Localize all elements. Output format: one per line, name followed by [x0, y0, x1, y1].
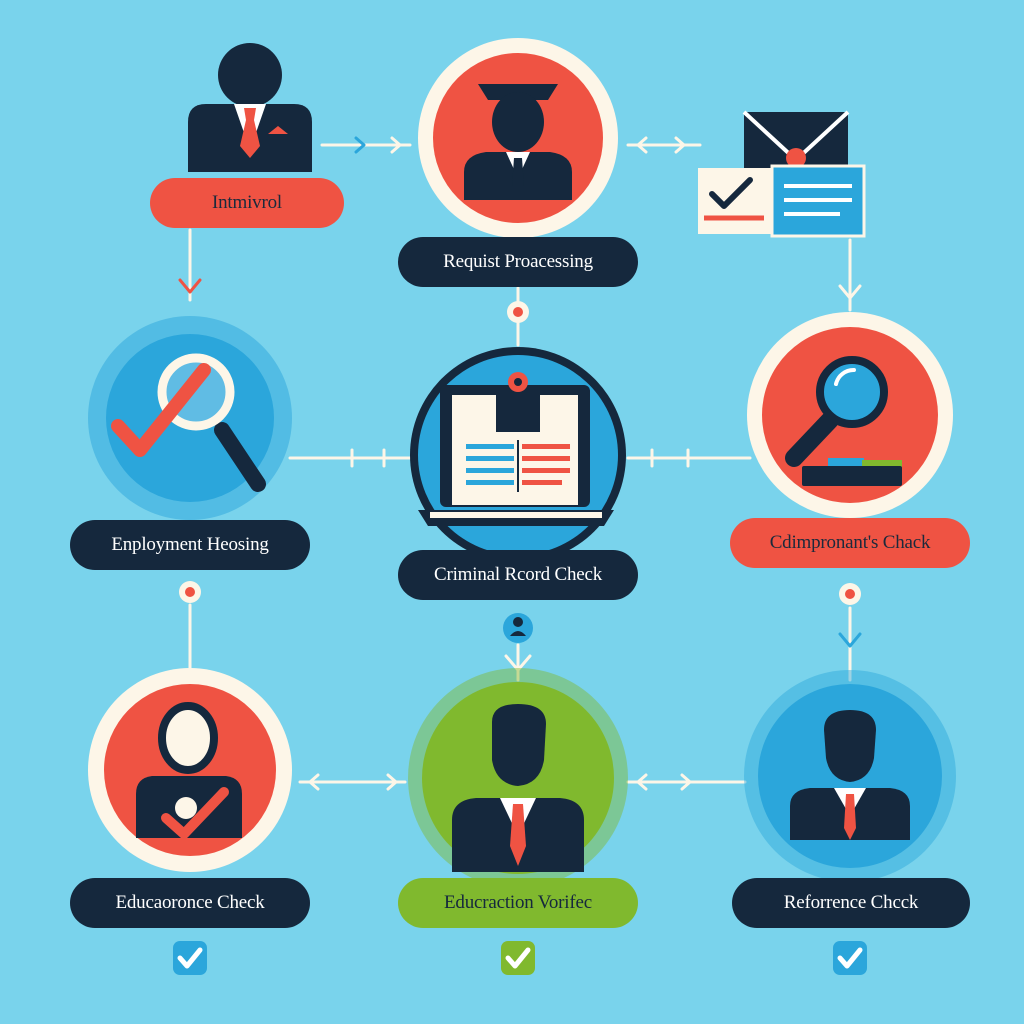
- arrow-head: [838, 632, 862, 648]
- person-icon: [452, 704, 584, 872]
- person-icon: [790, 710, 910, 840]
- person-head: [513, 617, 523, 627]
- node-documents: [698, 110, 866, 238]
- node-employment-history: [88, 316, 292, 520]
- junction-dot-center: [185, 587, 195, 597]
- person-icon: [188, 43, 312, 172]
- junction-markers: [179, 301, 861, 643]
- node-criminal-record: [410, 347, 626, 563]
- label-education-verification: Educraction Vorifec: [398, 878, 638, 928]
- checkmark-icon: [501, 941, 535, 975]
- label-compliance-check: Cdimpronant's Chack: [730, 518, 970, 568]
- node-circle: [106, 334, 274, 502]
- arrow-head: [674, 136, 686, 154]
- junction-dot-center: [845, 589, 855, 599]
- label-interview: Intmivrol: [150, 178, 344, 228]
- connectors: [178, 136, 862, 791]
- magnifier-icon: [785, 356, 902, 486]
- arrow-head: [636, 773, 648, 791]
- form-icon: [698, 164, 866, 238]
- person-body: [510, 631, 526, 636]
- arrow-head: [504, 654, 532, 672]
- node-compliance-check: [747, 312, 953, 518]
- checkmark-icon: [833, 941, 867, 975]
- node-education-verification: [408, 668, 628, 888]
- arrow-head: [838, 284, 862, 300]
- node-reference-check: [744, 670, 956, 882]
- node-request-processing: [418, 38, 618, 238]
- junction-dot-center: [513, 307, 523, 317]
- node-experience-check: [88, 668, 292, 872]
- arrow-head: [354, 136, 366, 154]
- laptop-clipboard-icon: [418, 372, 614, 526]
- arrow-head: [636, 136, 648, 154]
- label-reference-check: Reforrence Chcck: [732, 878, 970, 928]
- arrow-head: [178, 278, 202, 294]
- node-interview: [188, 43, 312, 172]
- arrow-head: [386, 773, 398, 791]
- checkmark-icon: [173, 941, 207, 975]
- person-check-icon: [136, 702, 242, 839]
- arrow-head: [390, 136, 402, 154]
- graduate-icon: [464, 84, 572, 200]
- arrow-head: [308, 773, 320, 791]
- label-request-processing: Requist Proacessing: [398, 237, 638, 287]
- arrow-head: [680, 773, 692, 791]
- label-employment-history: Enployment Heosing: [70, 520, 310, 570]
- label-experience-check: Educaoronce Check: [70, 878, 310, 928]
- magnifier-check-icon: [111, 353, 266, 492]
- label-criminal-record: Criminal Rcord Check: [398, 550, 638, 600]
